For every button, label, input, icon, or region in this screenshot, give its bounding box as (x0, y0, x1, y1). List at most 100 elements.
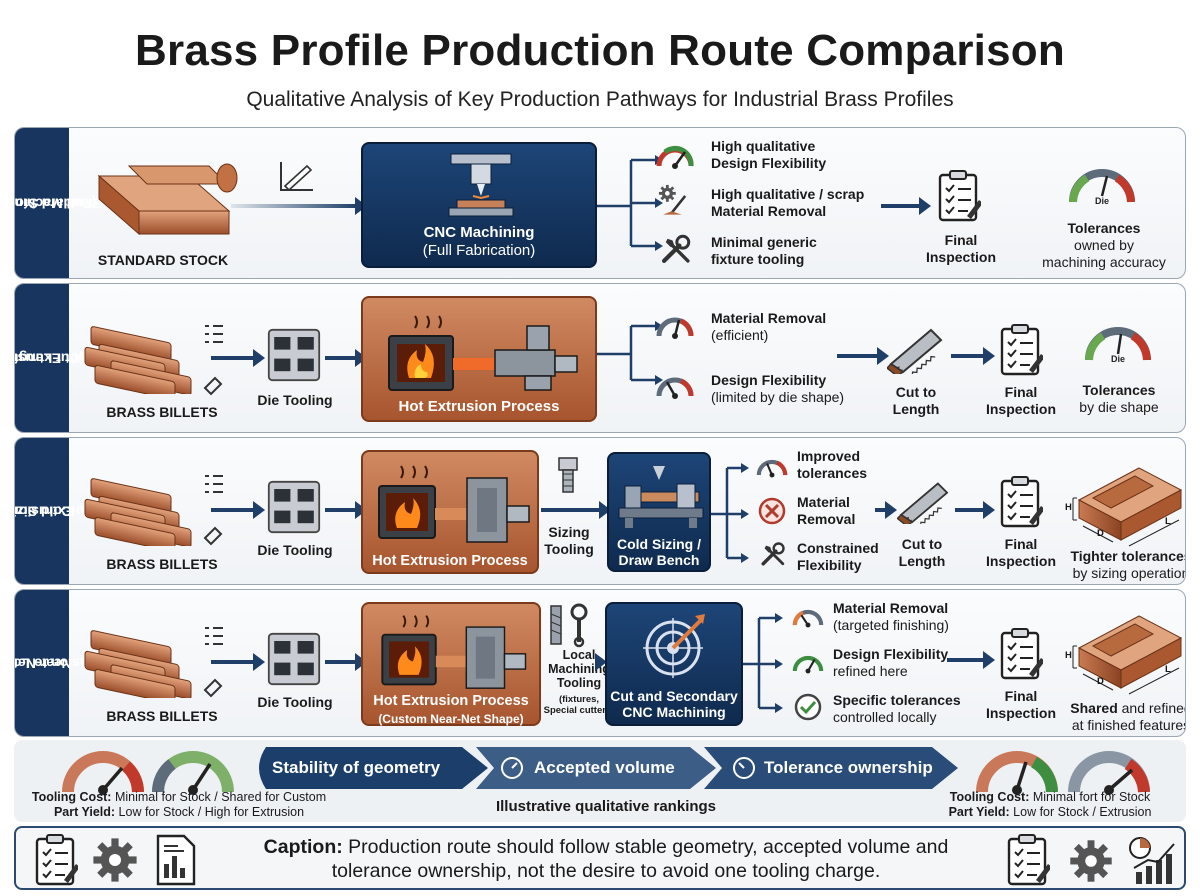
gauge-icon (792, 655, 824, 674)
brass-billets-icon (84, 325, 192, 394)
stock-label: STANDARD STOCK (97, 252, 229, 268)
branch-connector (743, 613, 783, 713)
process-title: CNC Machining (423, 224, 535, 241)
die-tooling-icon (267, 632, 321, 686)
banner-volume: Accepted volume (476, 747, 716, 789)
inspection-clipboard-icon (1000, 628, 1043, 680)
flow-arrow (325, 653, 367, 671)
flow-arrow (947, 651, 995, 669)
flow-arrow (951, 347, 995, 365)
gauge-icon (656, 145, 694, 169)
caption-box: Caption: Production route should follow … (14, 826, 1186, 890)
flow-arrow (837, 347, 889, 365)
stock-label: BRASS BILLETS (106, 708, 218, 724)
hot-extrusion-process: Hot Extrusion Process (361, 296, 597, 422)
die-tooling-icon (267, 480, 321, 534)
gauge-icon (733, 757, 755, 779)
route-row-hot-extrusion: Hot Extrusion(Cut Length) BRASS BILLETS … (14, 283, 1186, 433)
extrusion-press-icon (388, 315, 578, 391)
flow-arrow (881, 197, 931, 215)
part-yield-gauge-icon (1068, 751, 1150, 795)
branch-connector (597, 155, 663, 251)
inspection-clipboard-icon (938, 170, 981, 222)
stock-label: BRASS BILLETS (106, 556, 218, 572)
wrench-icon (659, 232, 693, 266)
flow-arrow (325, 501, 367, 519)
process-title: Hot Extrusion Process (398, 398, 560, 415)
gauge-icon (656, 377, 694, 399)
sizing-die-icon (558, 457, 578, 493)
spec-list-icon (203, 627, 223, 698)
right-ranking-notes: Tooling Cost: Minimal fort for Stock Par… (948, 790, 1152, 819)
die-tooling-icon (267, 328, 321, 382)
extrusion-press-icon (378, 465, 530, 543)
gauge-text: Die (1111, 354, 1125, 364)
dim-l: L (1165, 516, 1171, 527)
wrench-icon (761, 541, 786, 566)
branch-connector (597, 321, 663, 385)
process-title: Cold Sizing /Draw Bench (617, 536, 701, 568)
rankings-caption: Illustrative qualitative rankings (495, 798, 717, 815)
brass-billets-icon (84, 477, 192, 546)
gear-wrench-icon (93, 838, 137, 882)
extrusion-press-icon (381, 615, 527, 689)
saw-icon (897, 482, 949, 524)
process-title: Hot Extrusion Process (372, 553, 528, 569)
flow-arrow (211, 349, 265, 367)
gear-icon (1070, 840, 1112, 882)
standard-stock-icon (97, 163, 238, 236)
tooling-cost-gauge-icon (976, 751, 1058, 795)
gauge-icon (501, 757, 523, 779)
flow-arrow (325, 349, 367, 367)
gauge-icon (656, 317, 694, 339)
outcome-1: Material Removal(targeted finishing) (833, 600, 949, 633)
process-subtitle: (Custom Near-Net Shape) (378, 712, 524, 726)
cnc-machine-icon (448, 153, 514, 217)
flow-arrow (231, 197, 367, 215)
reject-icon (758, 497, 786, 525)
gauge-icon (756, 459, 788, 478)
gauge-icon (792, 609, 824, 628)
spec-list-icon (203, 325, 223, 396)
local-tooling-note: (fixtures,Special cutters) (543, 694, 615, 716)
flow-arrow (875, 501, 897, 519)
flow-arrow (211, 501, 265, 519)
hot-extrusion-process: Hot Extrusion Process (Custom Near-Net S… (361, 602, 541, 726)
ruler-icon (280, 162, 313, 192)
cnc-machining-process: CNC Machining (Full Fabrication) (361, 142, 597, 268)
left-ranking-notes: Tooling Cost: Minimal for Stock / Shared… (31, 790, 327, 819)
row-tab: Standard Stock to(Full Machining) (15, 128, 102, 278)
dim-l: L (1165, 664, 1171, 675)
checklist-icon (35, 834, 78, 886)
outcome-1: Material Removal(efficient) (711, 310, 827, 343)
finished-profile: H D L (1065, 460, 1185, 550)
branch-connector (711, 463, 749, 563)
report-icon (156, 834, 196, 886)
flow-arrow (211, 653, 265, 671)
dim-d: D (1097, 528, 1104, 539)
dim-d: D (1097, 676, 1104, 687)
spec-list-icon (203, 475, 223, 546)
dim-h: H (1065, 502, 1072, 513)
banner-tolerance: Tolerance ownership (704, 747, 958, 789)
caption-text: Caption: Production route should follow … (263, 836, 949, 882)
